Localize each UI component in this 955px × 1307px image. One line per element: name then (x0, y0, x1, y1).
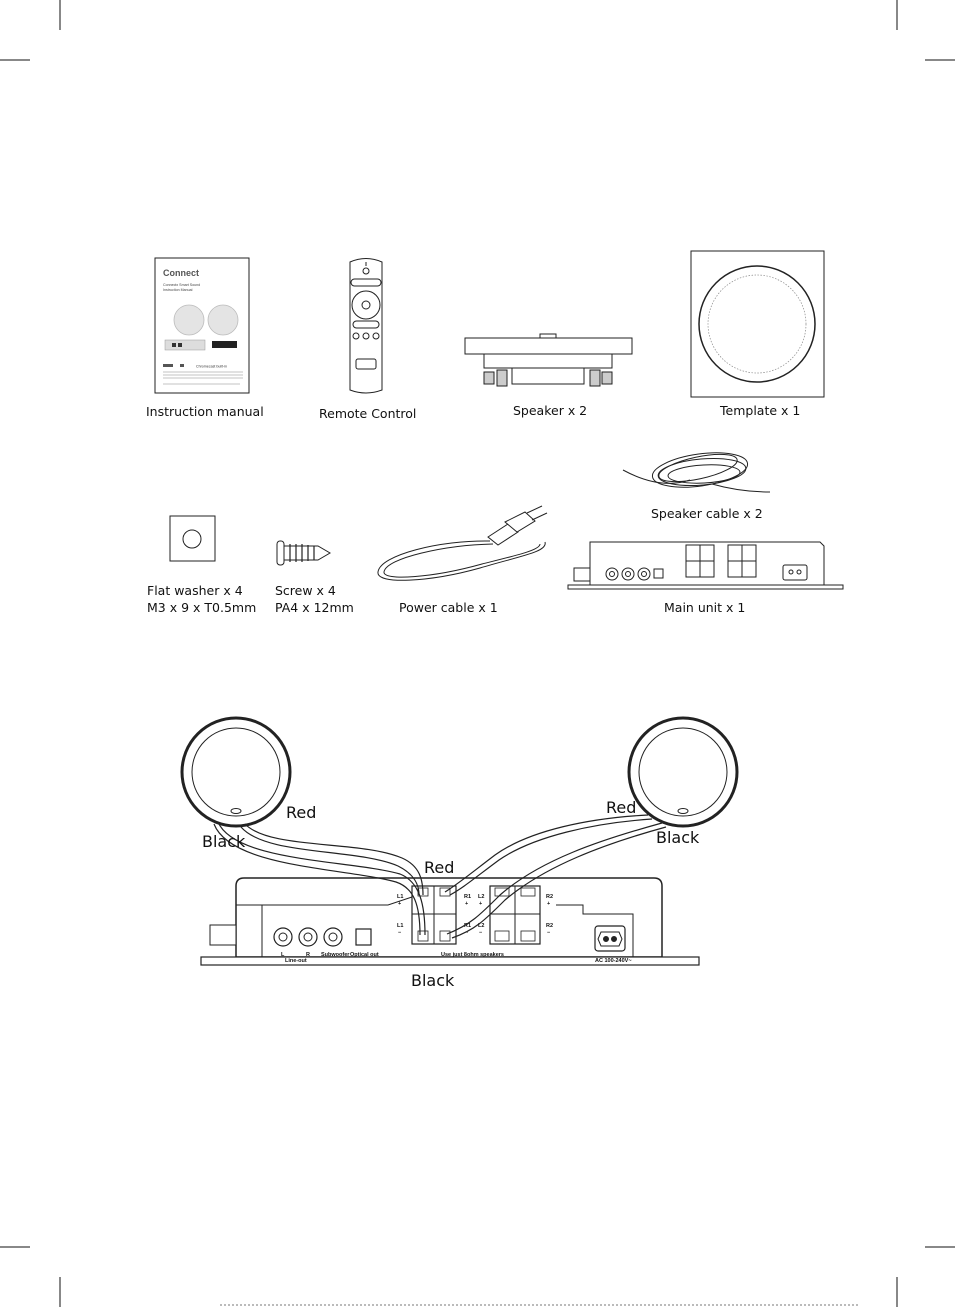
label-l1-plus: L1 (397, 894, 403, 900)
label-l1-minus: L1 (397, 923, 403, 929)
manual-brand: Connect (163, 268, 199, 278)
label-ac-input: AC 100-240V~ (595, 958, 632, 964)
label-flat-washer-size: M3 x 9 x T0.5mm (147, 600, 257, 615)
main-unit-panel (200, 877, 700, 966)
label-subwoofer: Subwoofer (321, 952, 350, 958)
wire-label-left-red: Red (286, 803, 317, 822)
main-unit-illustration (567, 541, 844, 590)
label-r1-minus-sign: − (465, 930, 468, 936)
label-speaker-note: Use just 8ohm speakers (441, 952, 504, 958)
label-screw-size: PA4 x 12mm (275, 600, 354, 615)
label-line-out-r: R (306, 952, 310, 958)
label-screw-count: Screw x 4 (275, 583, 336, 598)
power-cable-illustration (377, 505, 548, 581)
manual-subtitle: Instruction Manual (163, 288, 193, 292)
label-instruction-manual: Instruction manual (146, 404, 264, 419)
label-r1-plus: R1 (464, 894, 471, 900)
panel-labels: L1 + L1 − R1 + L2 + R1 − L2 − R2 + R2 − … (281, 894, 632, 964)
instruction-manual-illustration: Connect Connectx Smart Sound Instruction… (154, 257, 250, 394)
label-r2-minus: R2 (546, 923, 553, 929)
label-r2-minus-sign: − (547, 930, 550, 936)
speaker-wires (213, 814, 667, 939)
label-r1-minus: R1 (464, 923, 471, 929)
label-l1-plus-sign: + (398, 901, 401, 907)
wire-label-right-red: Red (606, 798, 637, 817)
template-illustration (690, 250, 825, 398)
label-remote-control: Remote Control (319, 406, 417, 421)
wire-label-left-black: Black (202, 832, 246, 851)
speaker-cable-illustration (622, 452, 771, 493)
label-line-out-l: L (281, 952, 285, 958)
wire-label-center-red: Red (424, 858, 455, 877)
label-optical-out: Optical out (350, 952, 379, 958)
label-screw: Screw x 4 PA4 x 12mm (275, 582, 354, 616)
manual-title: Connectx Smart Sound (163, 283, 200, 287)
label-flat-washer-count: Flat washer x 4 (147, 583, 243, 598)
label-l1-minus-sign: − (398, 930, 401, 936)
speaker-side-view (464, 333, 633, 387)
label-speaker-cable: Speaker cable x 2 (651, 506, 763, 521)
label-power-cable: Power cable x 1 (399, 600, 498, 615)
right-speaker (627, 716, 739, 828)
left-speaker (180, 716, 292, 828)
wire-label-center-black: Black (411, 971, 455, 990)
label-l2-plus: L2 (478, 894, 484, 900)
label-template: Template x 1 (720, 403, 801, 418)
label-r2-plus: R2 (546, 894, 553, 900)
manual-chromecast: Chromecast built-in (196, 365, 227, 369)
label-r2-plus-sign: + (547, 901, 550, 907)
remote-control-illustration (349, 258, 383, 394)
label-l2-minus: L2 (478, 923, 484, 929)
screw-illustration (276, 540, 331, 566)
label-main-unit: Main unit x 1 (664, 600, 746, 615)
label-l2-minus-sign: − (479, 930, 482, 936)
label-r1-plus-sign: + (465, 901, 468, 907)
flat-washer-illustration (169, 515, 216, 562)
label-speaker: Speaker x 2 (513, 403, 588, 418)
wire-label-right-black: Black (656, 828, 700, 847)
label-line-out: Line-out (285, 958, 307, 964)
label-flat-washer: Flat washer x 4 M3 x 9 x T0.5mm (147, 582, 256, 616)
label-l2-plus-sign: + (479, 901, 482, 907)
